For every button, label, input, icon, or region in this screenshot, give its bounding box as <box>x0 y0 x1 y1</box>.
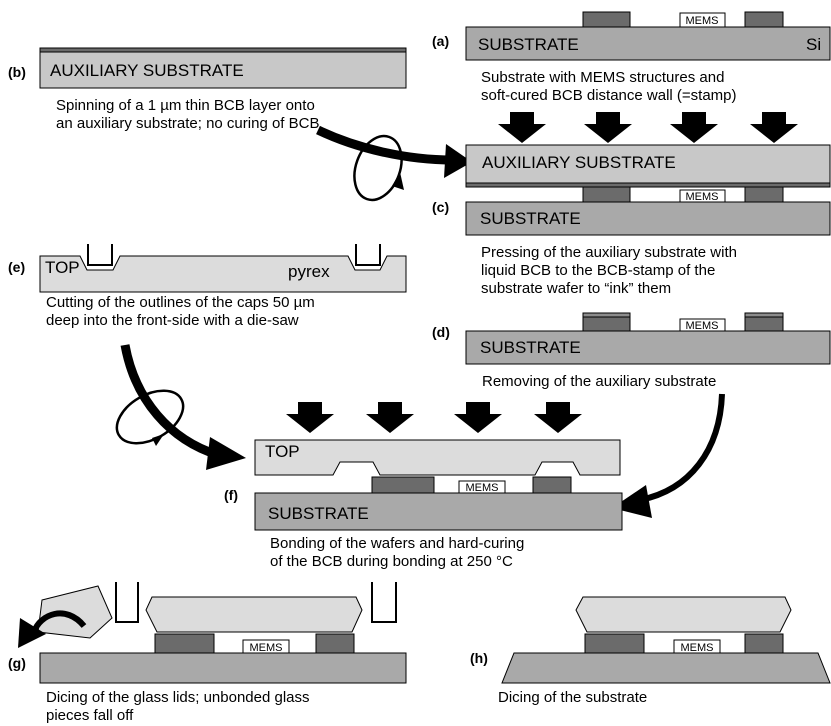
step-a-si-label: Si <box>806 35 821 54</box>
step-g-glass-lid <box>145 596 363 633</box>
press-arrow-f-4 <box>534 402 582 433</box>
step-f-caption-1: Bonding of the wafers and hard-curing <box>270 535 524 552</box>
step-h: MEMS (h) Dicing of the substrate <box>470 596 831 706</box>
step-c: AUXILIARY SUBSTRATE MEMS (c) SUBSTRATE P… <box>432 144 831 297</box>
step-g-caption-1: Dicing of the glass lids; unbonded glass <box>46 689 310 706</box>
step-a-mems-label: MEMS <box>686 15 719 27</box>
step-c-bcb-layer <box>465 182 831 188</box>
step-c-mems-label: MEMS <box>686 191 719 203</box>
press-arrow-f-2 <box>366 402 414 433</box>
step-b: (b) AUXILIARY SUBSTRATE Spinning of a 1 … <box>8 47 407 132</box>
step-c-aux-substrate <box>465 144 831 184</box>
flip-ellipse-2 <box>115 389 185 445</box>
step-e-caption-2: deep into the front-side with a die-saw <box>46 312 299 329</box>
step-h-mems-label: MEMS <box>681 642 714 654</box>
flip-arrow-b-to-c <box>316 125 472 202</box>
press-arrow-f-3 <box>454 402 502 433</box>
step-h-pad-right <box>744 633 784 654</box>
press-arrows-f <box>286 402 582 433</box>
step-g-mems-label: MEMS <box>250 642 283 654</box>
step-h-glass-lid <box>575 596 792 633</box>
step-c-pad-right <box>744 186 784 203</box>
step-h-diced-substrate <box>501 652 831 684</box>
step-g-fall-arrow <box>31 610 87 634</box>
step-e-pyrex-label: pyrex <box>288 262 330 281</box>
step-g-substrate <box>39 652 407 684</box>
step-h-tag: (h) <box>470 650 488 666</box>
press-arrow-c-3 <box>670 112 718 143</box>
step-b-aux-substrate <box>39 51 407 89</box>
step-h-caption-1: Dicing of the substrate <box>498 689 647 706</box>
step-d-bcb-right <box>744 312 784 318</box>
press-arrow-c-1 <box>498 112 546 143</box>
step-f-top-label: TOP <box>265 442 300 461</box>
step-a-pad-right <box>744 11 784 28</box>
step-d-pad-right <box>744 316 784 332</box>
step-f-pad-right <box>532 476 572 494</box>
step-g-pad-right <box>315 633 355 654</box>
step-g: MEMS (g) Dicing of the glass lids; unbon… <box>8 582 407 724</box>
step-f-substrate <box>254 492 623 531</box>
step-b-caption-2: an auxiliary substrate; no curing of BCB <box>56 115 319 132</box>
step-b-caption-1: Spinning of a 1 µm thin BCB layer onto <box>56 97 315 114</box>
step-d-tag: (d) <box>432 324 450 340</box>
step-d-bcb-left <box>582 312 631 318</box>
step-h-pad-left <box>584 633 645 654</box>
step-a: (a) MEMS SUBSTRATE Si Substrate with MEM… <box>432 11 831 104</box>
step-a-substrate-label: SUBSTRATE <box>478 35 579 54</box>
step-e-caption-1: Cutting of the outlines of the caps 50 µ… <box>46 294 315 311</box>
arrow-d-to-f <box>612 393 725 518</box>
step-f-caption-2: of the BCB during bonding at 250 °C <box>270 553 513 570</box>
step-e-saw-blade-right <box>355 244 381 266</box>
step-a-tag: (a) <box>432 33 449 49</box>
step-g-falling-glass-piece <box>37 585 113 639</box>
step-e-top-label: TOP <box>45 258 80 277</box>
step-c-aux-label: AUXILIARY SUBSTRATE <box>482 153 676 172</box>
step-e-saw-blade-left <box>87 244 113 266</box>
step-b-aux-label: AUXILIARY SUBSTRATE <box>50 61 244 80</box>
step-g-saw-blade-right <box>371 582 397 623</box>
step-g-tag: (g) <box>8 655 26 671</box>
step-c-caption-1: Pressing of the auxiliary substrate with <box>481 244 737 261</box>
step-d-caption-1: Removing of the auxiliary substrate <box>482 373 716 390</box>
step-a-substrate <box>465 26 831 61</box>
step-d-substrate-label: SUBSTRATE <box>480 338 581 357</box>
press-arrow-c-2 <box>584 112 632 143</box>
step-e: (e) TOP pyrex Cutting of the outlines of… <box>8 244 407 329</box>
step-f: TOP MEMS (f) SUBSTRATE Bonding of the wa… <box>224 439 623 570</box>
step-a-pad-left <box>582 11 631 28</box>
step-c-pad-left <box>582 186 631 203</box>
step-c-substrate <box>465 201 831 236</box>
step-d-mems-label: MEMS <box>686 320 719 332</box>
step-e-pyrex-wafer <box>39 255 407 293</box>
step-f-substrate-label: SUBSTRATE <box>268 504 369 523</box>
step-d: (d) MEMS SUBSTRATE Removing of the auxil… <box>432 312 831 390</box>
step-b-bcb-layer <box>39 47 407 53</box>
step-d-substrate <box>465 330 831 365</box>
step-c-tag: (c) <box>432 199 449 215</box>
step-c-substrate-label: SUBSTRATE <box>480 209 581 228</box>
step-e-tag: (e) <box>8 259 25 275</box>
step-f-tag: (f) <box>224 487 238 503</box>
step-c-caption-3: substrate wafer to “ink” them <box>481 280 671 297</box>
step-f-top-wafer <box>254 439 621 476</box>
step-f-mems-label: MEMS <box>466 482 499 494</box>
step-c-caption-2: liquid BCB to the BCB-stamp of the <box>481 262 715 279</box>
step-b-tag: (b) <box>8 64 26 80</box>
step-f-pad-left <box>371 476 435 494</box>
press-arrow-c-4 <box>750 112 798 143</box>
press-arrow-f-1 <box>286 402 334 433</box>
press-arrows-c <box>498 112 798 143</box>
flip-arrow-e-to-f <box>115 344 246 470</box>
step-g-caption-2: pieces fall off <box>46 707 134 724</box>
step-g-pad-left <box>154 633 215 654</box>
step-a-caption-2: soft-cured BCB distance wall (=stamp) <box>481 87 737 104</box>
step-d-pad-left <box>582 316 631 332</box>
step-a-caption-1: Substrate with MEMS structures and <box>481 69 724 86</box>
step-g-saw-blade-left <box>115 582 139 623</box>
